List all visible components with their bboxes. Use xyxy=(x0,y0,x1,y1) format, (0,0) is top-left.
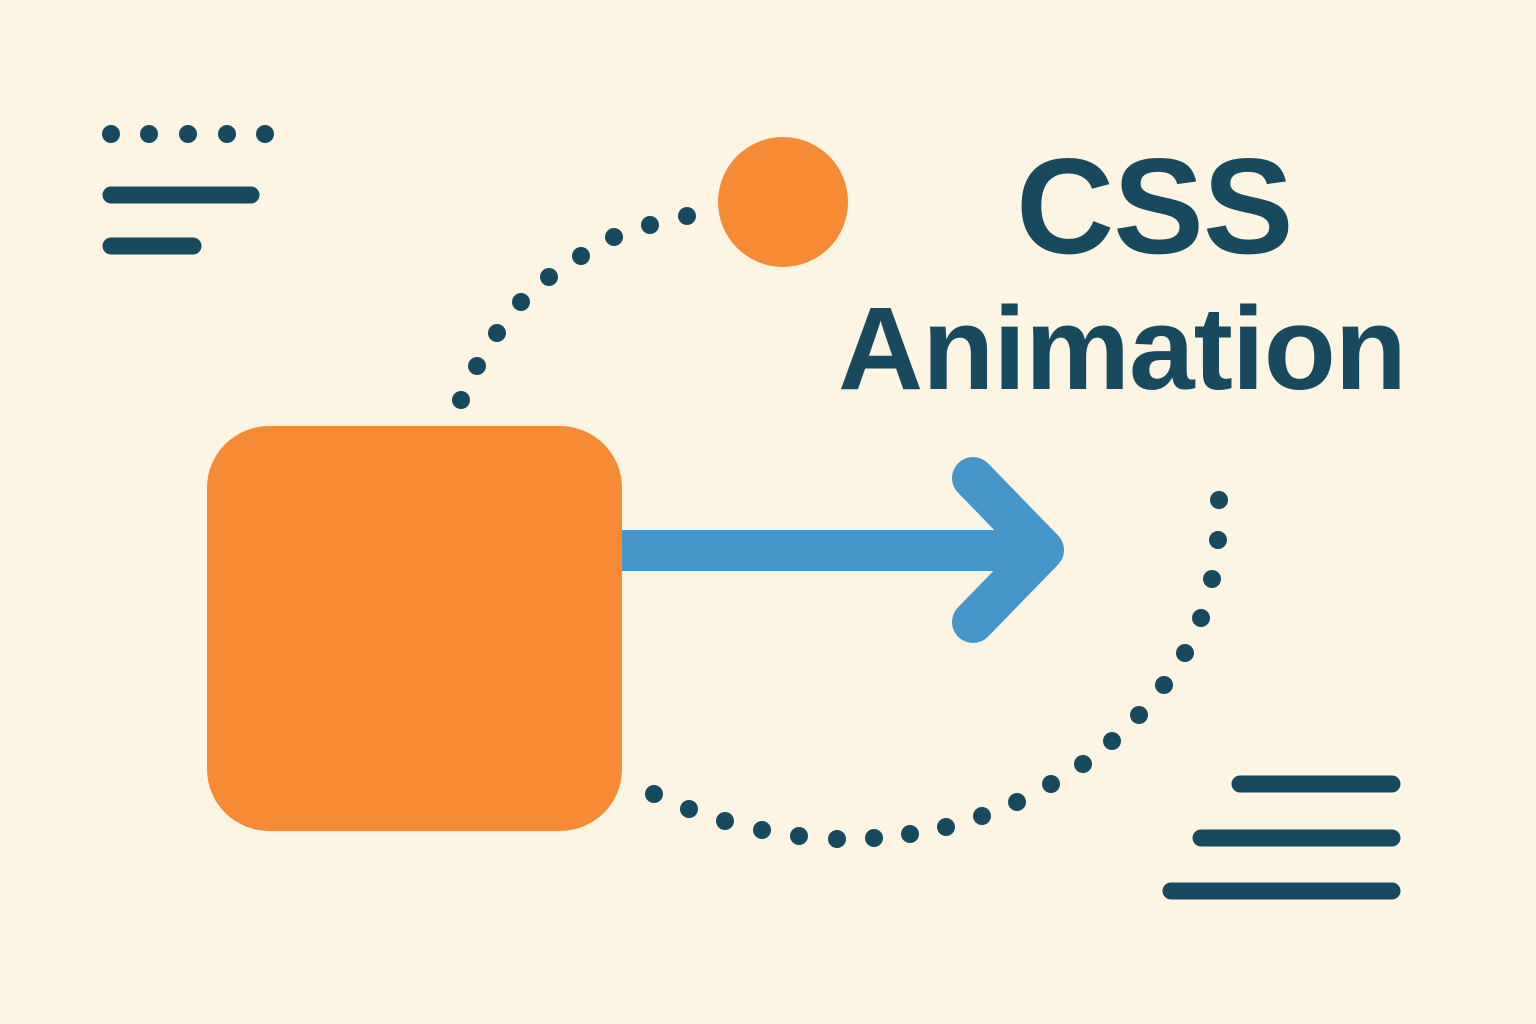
dot xyxy=(256,125,274,143)
align-right-lines-icon xyxy=(1162,775,1401,900)
path-dot xyxy=(488,324,506,342)
path-dot xyxy=(1103,732,1121,750)
arrow-right-icon xyxy=(610,457,1064,643)
title-line-2: Animation xyxy=(838,283,1407,415)
path-dot xyxy=(1203,570,1221,588)
arrow-head xyxy=(952,457,1064,643)
motion-path-top xyxy=(452,207,696,409)
path-dot xyxy=(1210,491,1228,509)
path-dot xyxy=(901,825,919,843)
path-dot xyxy=(865,829,883,847)
path-dot xyxy=(973,807,991,825)
dot xyxy=(102,125,120,143)
path-dot xyxy=(1130,706,1148,724)
path-dot xyxy=(678,207,696,225)
path-dot xyxy=(645,785,663,803)
path-dot xyxy=(572,247,590,265)
path-dot xyxy=(512,293,530,311)
path-dot xyxy=(452,391,470,409)
dot xyxy=(218,125,236,143)
path-dot xyxy=(605,228,623,246)
path-dot xyxy=(1074,755,1092,773)
path-dot xyxy=(1209,531,1227,549)
path-dot xyxy=(1155,676,1173,694)
title-line-1: CSS xyxy=(1016,130,1294,282)
path-dot xyxy=(641,216,659,234)
path-dot xyxy=(1176,644,1194,662)
path-dot xyxy=(540,268,558,286)
path-dot xyxy=(1192,609,1210,627)
rounded-square-shape xyxy=(207,426,622,831)
path-dot xyxy=(1008,793,1026,811)
arrow-shaft xyxy=(610,530,1020,571)
text-lines-icon xyxy=(102,125,274,255)
path-dot xyxy=(680,800,698,818)
path-dot xyxy=(790,827,808,845)
dot xyxy=(140,125,158,143)
path-dot xyxy=(828,830,846,848)
path-dot xyxy=(937,818,955,836)
circle-shape xyxy=(718,137,848,267)
path-dot xyxy=(1042,775,1060,793)
path-dot xyxy=(468,357,486,375)
path-dot xyxy=(716,812,734,830)
dot xyxy=(179,125,197,143)
motion-path-bottom xyxy=(645,491,1228,848)
path-dot xyxy=(753,821,771,839)
